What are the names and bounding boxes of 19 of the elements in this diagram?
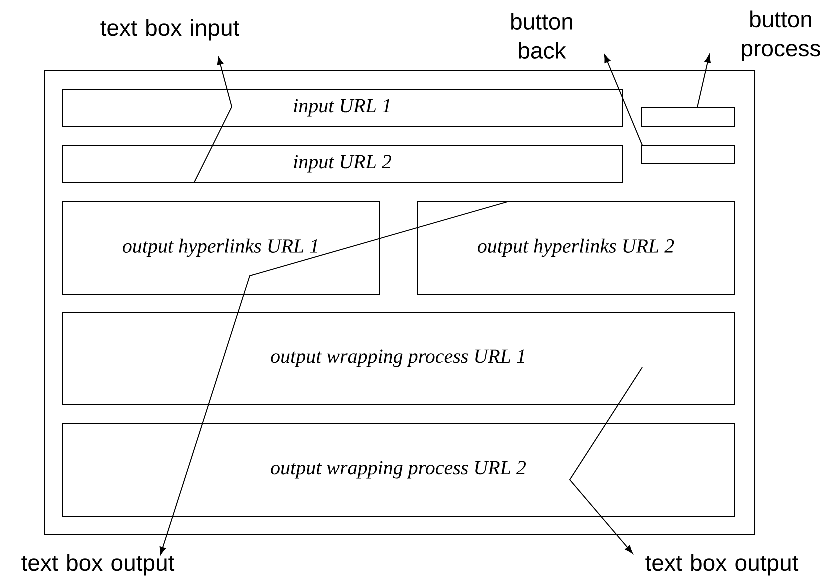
- callout-label: text box output: [22, 554, 175, 576]
- leader-line: [604, 54, 643, 146]
- text-box: output hyperlinks URL 2: [417, 201, 735, 295]
- button: [641, 145, 735, 164]
- text-box: input URL 1: [62, 89, 623, 127]
- button: [641, 107, 735, 127]
- text-box: output hyperlinks URL 1: [62, 201, 380, 295]
- callout-label: button back: [512, 13, 572, 59]
- leader-line: [194, 56, 233, 183]
- text-box: output wrapping process URL 2: [62, 423, 735, 517]
- frame: [44, 70, 756, 536]
- callout-label: button process: [742, 10, 820, 62]
- callout-label: text box output: [646, 554, 799, 576]
- leader-line: [697, 54, 711, 108]
- leader-line: [160, 201, 510, 556]
- callout-label: text box input: [100, 19, 240, 41]
- leader-line: [569, 367, 643, 554]
- text-box: output wrapping process URL 1: [62, 312, 735, 405]
- text-box: input URL 2: [62, 145, 623, 183]
